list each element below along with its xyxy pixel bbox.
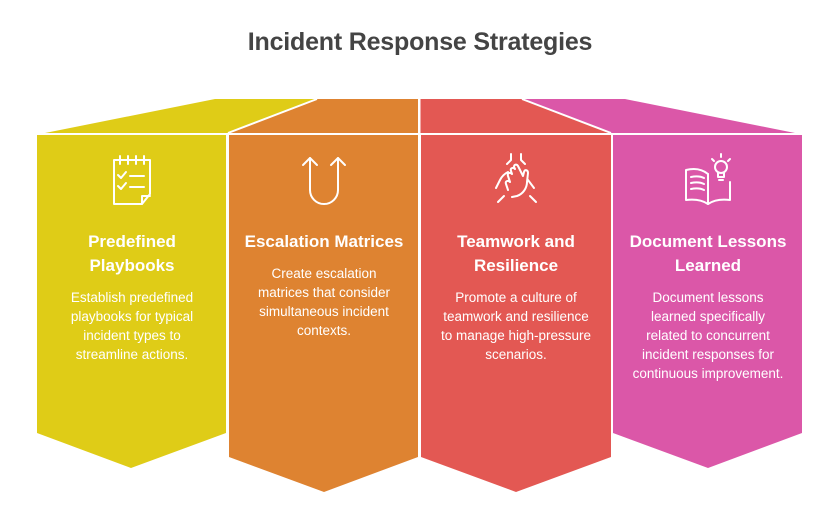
column-title: Escalation Matrices [244,232,404,251]
column-description: Promote a culture of teamwork and resili… [440,290,592,362]
panel-playbooks [37,135,226,468]
column-playbooks: Predefined Playbooks Establish predefine… [37,150,227,364]
column-escalation: Escalation Matrices Create escalation ma… [229,150,419,340]
book-lightbulb-icon [685,153,731,205]
top-face-escalation [228,99,418,133]
divider-top-diag-2 [521,98,612,134]
column-title: Teamwork and Resilience [457,232,575,275]
column-teamwork: Teamwork and Resilience Promote a cultur… [421,150,611,364]
stacked-hands-icon [495,153,537,203]
column-title: Document Lessons Learned [629,232,787,275]
panel-escalation [229,135,418,492]
column-title: Predefined Playbooks [88,232,176,275]
column-lessons: Document Lessons Learned Document lesson… [613,150,803,383]
divider-top-diag-1 [227,98,318,134]
top-face-teamwork [420,99,611,133]
panel-teamwork [421,135,611,492]
u-turn-arrows-icon [302,157,346,205]
column-description: Establish predefined playbooks for typic… [70,290,194,362]
diagram-title: Incident Response Strategies [247,28,593,56]
column-description: Document lessons learned specifically re… [632,290,784,381]
panel-lessons [613,135,802,468]
column-description: Create escalation matrices that consider… [257,266,391,338]
checklist-notepad-icon [113,155,151,205]
